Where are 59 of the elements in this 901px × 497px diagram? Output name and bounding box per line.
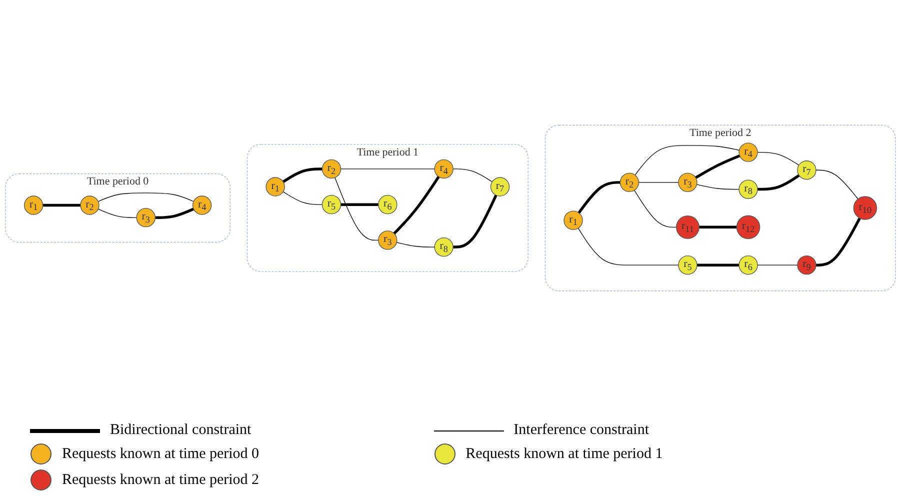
request-circle: r$_{2}$ bbox=[620, 172, 640, 192]
request-circle: r$_{2}$ bbox=[322, 159, 342, 179]
constraint-line bbox=[334, 177, 379, 241]
legend-text: Requests known at time period 0 bbox=[62, 446, 260, 462]
constraint-line bbox=[396, 242, 435, 248]
constraint-line bbox=[758, 174, 800, 191]
request-circle: r$_{5}$ bbox=[322, 194, 342, 214]
request-circle: r$_{12}$ bbox=[736, 215, 760, 240]
constraint-line bbox=[452, 168, 493, 182]
request-circle: r$_{9}$ bbox=[797, 255, 816, 275]
period-title: Time period 1 bbox=[356, 146, 418, 158]
request-circle: r$_{1}$ bbox=[564, 210, 583, 230]
request-circle: r$_{8}$ bbox=[434, 237, 454, 257]
constraint-line bbox=[98, 208, 137, 218]
legend-text: Bidirectional constraint bbox=[110, 422, 252, 439]
request-circle: r$_{4}$ bbox=[434, 159, 454, 179]
request-circle: r$_{3}$ bbox=[136, 208, 156, 228]
request-circle: r$_{11}$ bbox=[676, 215, 700, 239]
request-circle: r$_{6}$ bbox=[378, 194, 398, 214]
request-circle: r$_{1}$ bbox=[24, 196, 44, 215]
request-circle: r$_{3}$ bbox=[378, 230, 398, 250]
constraint-line bbox=[98, 192, 194, 202]
constraint-line bbox=[694, 154, 740, 179]
request-circle: r$_{1}$ bbox=[266, 177, 285, 196]
request-circle: r$_{8}$ bbox=[738, 180, 758, 199]
constraint-line bbox=[699, 226, 737, 229]
constraint-line bbox=[282, 191, 323, 205]
constraint-line bbox=[816, 218, 861, 266]
constraint-line bbox=[816, 170, 858, 200]
request-circle: r$_{6}$ bbox=[738, 255, 758, 275]
constraint-line bbox=[578, 181, 620, 214]
constraint-line bbox=[340, 168, 435, 170]
request-circle: r$_{3}$ bbox=[678, 172, 698, 192]
request-circle: r$_{4}$ bbox=[192, 196, 212, 215]
legend-text: Requests known at time period 1 bbox=[466, 446, 663, 462]
request-circle: r$_{10}$ bbox=[853, 196, 878, 220]
constraint-line bbox=[634, 190, 677, 228]
period-title: Time period 2 bbox=[690, 127, 752, 139]
constraint-line bbox=[757, 152, 800, 166]
legend-text: Interference constraint bbox=[514, 422, 650, 439]
constraint-line bbox=[155, 208, 194, 219]
constraint-line bbox=[393, 176, 440, 235]
constraint-line bbox=[757, 264, 798, 266]
constraint-line bbox=[340, 203, 378, 206]
constraint-line bbox=[634, 145, 740, 176]
constraint-line bbox=[696, 184, 740, 190]
period-title: Time period 0 bbox=[86, 176, 149, 188]
request-circle: r$_{4}$ bbox=[738, 142, 758, 162]
constraint-line bbox=[453, 194, 498, 248]
request-circle: r$_{5}$ bbox=[678, 255, 698, 275]
constraint-line bbox=[42, 204, 80, 207]
constraint-line bbox=[282, 168, 322, 183]
legend-text: Requests known at time period 2 bbox=[62, 472, 260, 488]
request-circle: r$_{7}$ bbox=[490, 177, 510, 196]
constraint-line bbox=[578, 228, 679, 266]
request-circle: r$_{7}$ bbox=[797, 160, 816, 180]
constraint-line bbox=[638, 182, 679, 183]
constraint-line bbox=[696, 264, 740, 266]
request-circle: r$_{2}$ bbox=[80, 196, 100, 215]
